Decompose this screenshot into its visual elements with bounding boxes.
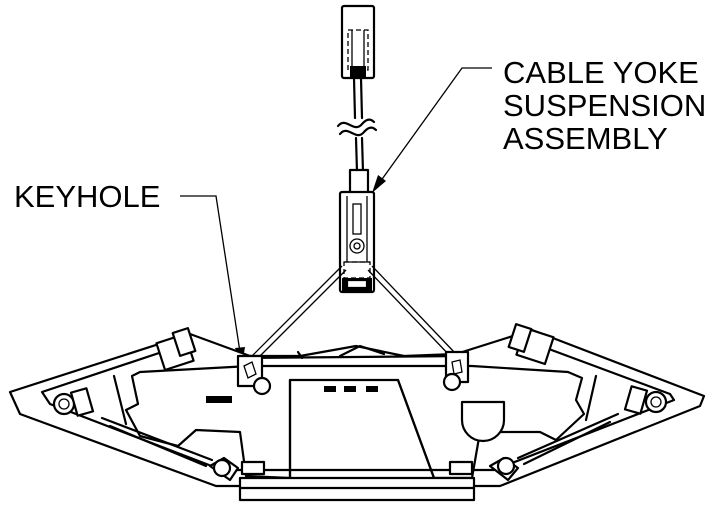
fixture-housing [8, 323, 706, 502]
right-keyhole-bracket [442, 350, 470, 392]
keyhole-label: KEYHOLE [14, 179, 160, 214]
ceiling-connector [340, 4, 376, 80]
cable-yoke-label-line3: ASSEMBLY [503, 121, 668, 156]
left-keyhole-bracket [236, 354, 272, 396]
cable-yoke-label-line2: SUSPENSION [503, 88, 706, 123]
cable-yoke-label-line1: CABLE YOKE [503, 55, 699, 90]
cable-yoke-callout: CABLE YOKE SUSPENSION ASSEMBLY [372, 55, 706, 193]
cable-yoke [338, 168, 376, 294]
suspension-cable [336, 76, 378, 174]
suspension-wires [249, 265, 457, 361]
keyhole-callout: KEYHOLE [14, 179, 245, 366]
